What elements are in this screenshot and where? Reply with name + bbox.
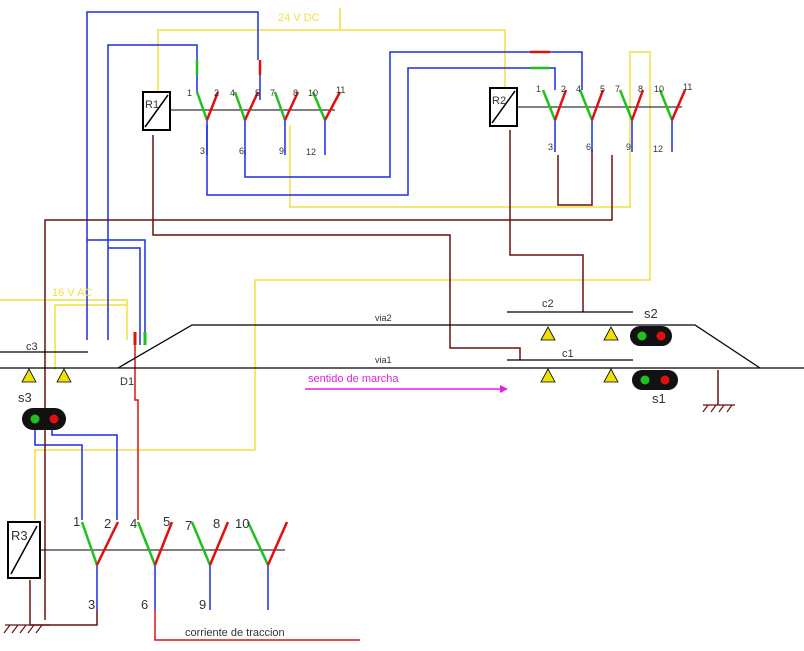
r3-contact-number: 7	[185, 518, 192, 533]
relay-r1	[142, 60, 342, 131]
relay-r2	[489, 50, 687, 127]
r1-contact-number: 7	[270, 88, 275, 98]
r3-contact-number: 8	[213, 516, 220, 531]
wires-red	[134, 345, 360, 641]
label-relay-r2: R2	[492, 95, 506, 107]
r1-contact-number: 2	[214, 88, 219, 98]
label-contact-c2: c2	[542, 298, 554, 310]
r2-contact-number: 1	[536, 84, 541, 94]
label-direction: sentido de marcha	[308, 373, 399, 385]
label-16v-ac: 16 V AC	[52, 287, 92, 299]
sensor-triangle	[540, 368, 556, 383]
r3-contact-number: 4	[130, 516, 137, 531]
label-signal-s1: s1	[652, 391, 666, 406]
r3-contact-number: 2	[104, 516, 111, 531]
label-traction-current: corriente de traccion	[185, 627, 285, 639]
signal-s1	[632, 370, 678, 390]
track-sensors	[21, 326, 619, 383]
r2-common-number: 12	[653, 144, 663, 154]
label-signal-s3: s3	[18, 390, 32, 405]
label-24v-dc: 24 V DC	[278, 12, 320, 24]
r1-common-number: 6	[239, 146, 244, 156]
r2-contact-number: 10	[654, 84, 664, 94]
signal-s3	[22, 408, 66, 430]
r2-common-number: 3	[548, 142, 553, 152]
turnout-d1-contacts	[133, 332, 147, 345]
label-contact-c3: c3	[26, 341, 38, 353]
siding-track-via2	[117, 324, 761, 369]
r2-contact-number: 2	[561, 84, 566, 94]
r1-contact-number: 1	[187, 88, 192, 98]
sensor-triangle	[603, 368, 619, 383]
r2-common-number: 6	[586, 142, 591, 152]
r2-common-number: 9	[626, 142, 631, 152]
diagram-labels: 24 V DC 16 V AC via2 via1 sentido de mar…	[11, 12, 692, 639]
r3-common-number: 3	[88, 597, 95, 612]
wires-blue	[34, 11, 673, 610]
r2-contact-number: 8	[638, 84, 643, 94]
sensor-triangle	[603, 326, 619, 341]
sensor-triangle	[56, 368, 72, 383]
r3-contact-number: 5	[163, 514, 170, 529]
label-relay-r1: R1	[145, 99, 159, 111]
ground-symbol-left	[3, 624, 50, 634]
r1-contact-number: 10	[308, 88, 318, 98]
r2-contact-number: 11	[683, 82, 692, 92]
r1-common-number: 12	[306, 147, 316, 157]
r3-contact-number: 10	[235, 516, 249, 531]
r1-common-number: 3	[200, 146, 205, 156]
label-signal-s2: s2	[644, 306, 658, 321]
label-via1: via1	[375, 355, 392, 365]
sensor-triangle	[21, 368, 37, 383]
r1-contact-number: 5	[255, 88, 260, 98]
signal-s2	[630, 326, 672, 346]
r3-common-number: 6	[141, 597, 148, 612]
r2-contact-number: 4	[576, 84, 581, 94]
track-layout	[0, 311, 804, 369]
label-contact-c1: c1	[562, 348, 574, 360]
ground-symbol-right	[702, 404, 735, 413]
label-relay-r3: R3	[11, 528, 28, 543]
relay-r3	[7, 521, 289, 579]
r2-contact-number: 5	[600, 84, 605, 94]
r3-common-number: 9	[199, 597, 206, 612]
r3-contact-number: 1	[73, 514, 80, 529]
r1-contact-number: 8	[293, 88, 298, 98]
r2-contact-number: 7	[615, 84, 620, 94]
r1-contact-number: 4	[230, 88, 235, 98]
label-turnout-d1: D1	[120, 376, 134, 388]
label-via2: via2	[375, 313, 392, 323]
wires-24v	[0, 8, 651, 520]
direction-arrow	[305, 385, 508, 393]
sensor-triangle	[540, 326, 556, 341]
r1-common-number: 9	[279, 146, 284, 156]
r1-contact-number: 11	[336, 85, 345, 95]
